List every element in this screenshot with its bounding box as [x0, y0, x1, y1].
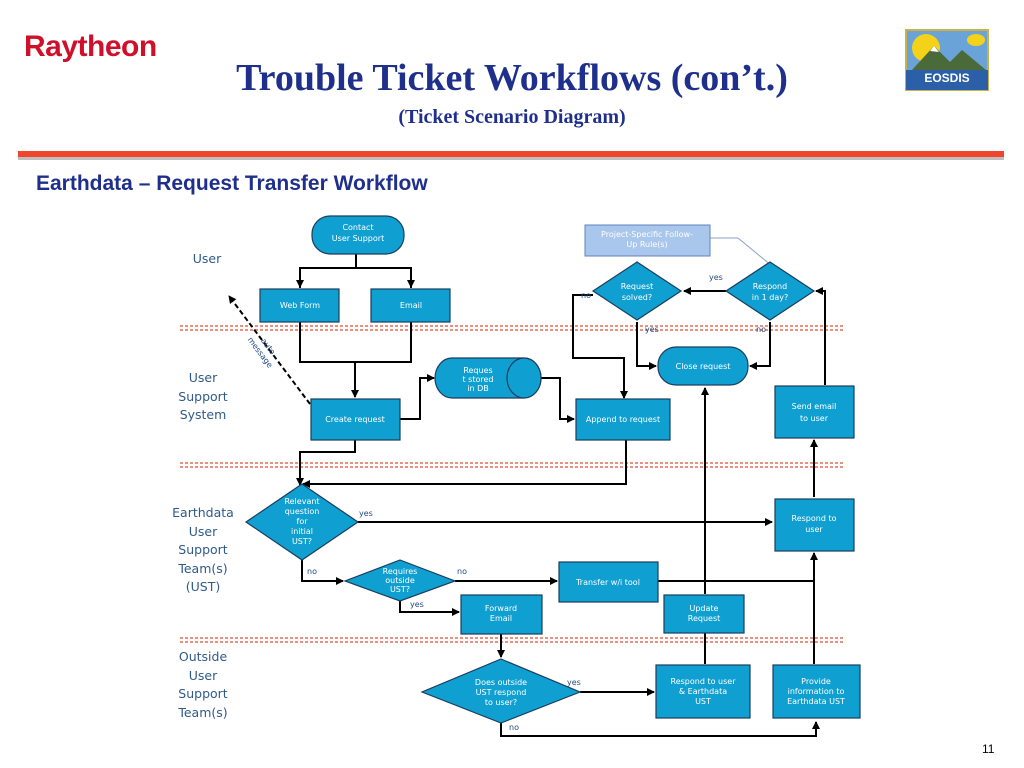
datastore-node-end — [506, 357, 542, 399]
edge-label-no: no — [307, 567, 317, 576]
connectors — [228, 254, 826, 737]
close-request-label: Close request — [676, 362, 731, 371]
lane-label-line: User — [188, 370, 218, 385]
lane-label-outside: Outside User Support Team(s) — [168, 648, 238, 722]
decision-node — [244, 483, 360, 561]
edge-label-no: no — [581, 291, 591, 300]
process-node — [772, 664, 861, 719]
webform-label: Web Form — [280, 301, 320, 310]
process-node — [370, 288, 451, 323]
lane-label-uss: User Support System — [168, 369, 238, 425]
process-node — [460, 594, 543, 635]
connector — [749, 322, 771, 370]
process-node — [774, 498, 855, 552]
connector — [302, 440, 627, 488]
nodes — [244, 215, 861, 724]
edge-label-yes: yes — [645, 325, 659, 334]
decision-node — [420, 658, 582, 724]
followup-rule-label: Project-Specific Follow-Up Rule(s) — [601, 230, 693, 249]
process-node — [663, 594, 745, 634]
eosdis-logo-text: EOSDIS — [924, 71, 969, 85]
connector — [500, 721, 820, 737]
edge-label-yes: yes — [709, 273, 723, 282]
lane-label-line: Support — [178, 388, 228, 404]
terminal-node — [657, 346, 749, 386]
transfer-label: Transfer w/i tool — [575, 578, 640, 587]
lane-label-line: User — [188, 667, 218, 683]
connector — [636, 322, 657, 370]
connector — [400, 374, 435, 420]
process-node — [655, 664, 751, 719]
edge-label-yes: yes — [359, 509, 373, 518]
email-label: Email — [400, 301, 422, 310]
process-node — [774, 385, 855, 439]
lane-label-line: Team(s) — [178, 704, 228, 720]
auto-message-connector — [228, 295, 311, 405]
edge-label-no: no — [457, 567, 467, 576]
process-node — [259, 288, 340, 323]
process-node — [575, 398, 671, 441]
decision-node — [591, 261, 683, 321]
lane-label-line: Outside — [178, 649, 228, 664]
header-rule — [18, 151, 1004, 157]
lane-label-user: User — [172, 250, 242, 269]
append-request-label: Append to request — [586, 415, 660, 424]
lane-label-line: Earthdata — [172, 505, 234, 520]
lane-label-line: User — [188, 523, 218, 539]
callout-leader — [737, 237, 773, 267]
connector — [572, 294, 628, 399]
connector — [541, 377, 575, 423]
page-number: 11 — [982, 742, 995, 756]
lane-label-line: Support — [178, 542, 228, 557]
eosdis-logo: EOSDIS — [905, 29, 989, 91]
page-title: Trouble Ticket Workflows (con’t.) — [236, 57, 788, 99]
edge-label-yes: yes — [410, 600, 424, 609]
start-node — [311, 215, 405, 255]
edge-label-yes: yes — [567, 678, 581, 687]
create-request-label: Create request — [325, 415, 385, 424]
lane-label-line: System — [179, 407, 227, 422]
lane-label-line: (UST) — [185, 579, 221, 594]
followup-rule-note — [584, 224, 711, 257]
edge-label-no: no — [509, 723, 519, 732]
lane-label-ust: Earthdata User Support Team(s) (UST) — [168, 504, 238, 597]
decision-node — [724, 261, 816, 321]
process-node — [310, 398, 401, 441]
lane-label-line: Team(s) — [178, 560, 228, 576]
edge-label-no: no — [756, 325, 766, 334]
lane-label-line: Support — [178, 686, 228, 701]
page-subtitle: (Ticket Scenario Diagram) — [398, 106, 626, 128]
connector — [301, 560, 344, 585]
auto-message-label: auto message — [246, 335, 277, 369]
section-title: Earthdata – Request Transfer Workflow — [36, 172, 428, 195]
lane-dividers — [180, 325, 845, 643]
header-rule-shadow — [18, 157, 1004, 160]
connector — [296, 440, 356, 486]
connector — [815, 287, 826, 385]
connector — [399, 601, 460, 616]
decision-node — [343, 559, 457, 602]
connector — [299, 267, 412, 288]
lane-label-line: User — [192, 251, 222, 266]
process-node — [558, 561, 659, 603]
raytheon-logo: Raytheon — [24, 30, 157, 63]
connector — [299, 322, 412, 363]
